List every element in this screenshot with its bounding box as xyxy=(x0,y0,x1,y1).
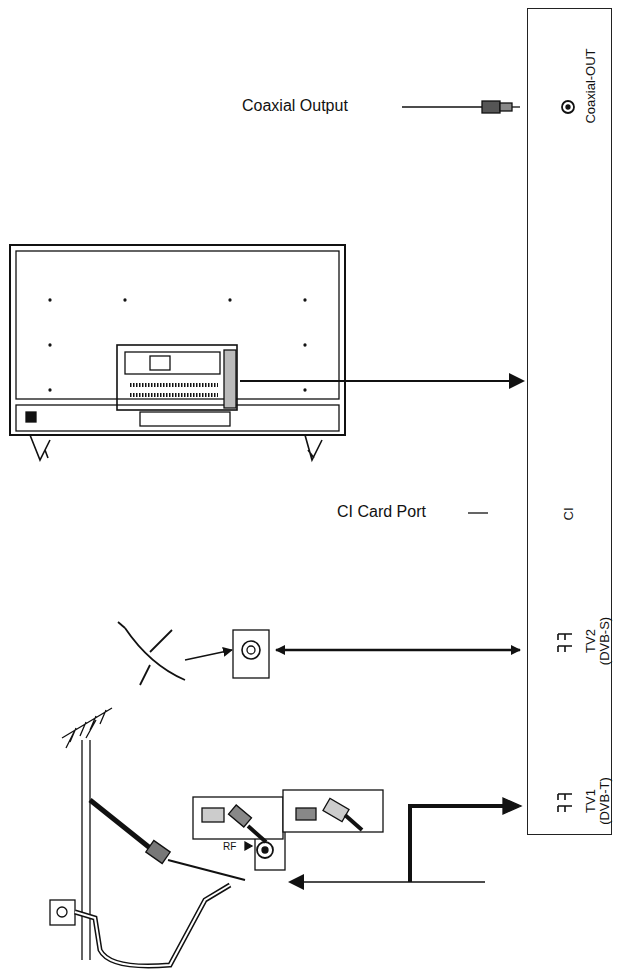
coax-plug-tip xyxy=(500,103,512,111)
satellite-dish xyxy=(118,622,232,685)
port-label: TV1 (DVB-T) xyxy=(584,775,611,827)
double-arrow xyxy=(276,649,520,652)
rf-label: RF xyxy=(221,841,238,852)
plug-inset xyxy=(193,797,283,839)
antenna-symbol xyxy=(558,634,572,812)
plug-inset xyxy=(283,790,383,832)
pointer-arrow xyxy=(240,380,523,382)
coax-plug xyxy=(482,101,500,113)
leader-line xyxy=(468,512,488,513)
coax-jack xyxy=(562,101,574,113)
callout-label: Coaxial Output xyxy=(240,97,350,115)
port-label: Coaxial-OUT xyxy=(584,16,598,156)
thick-arrow xyxy=(410,806,505,882)
rear-panel: Coaxial-OUT CI TV2 (DVB-S) TV1 (DVB-T) xyxy=(527,8,612,835)
pointer-arrow xyxy=(290,881,485,883)
port-label: CI xyxy=(562,494,576,534)
leader-line xyxy=(402,106,482,107)
port-label: TV2 (DVB-S) xyxy=(584,615,611,667)
callout-label: CI Card Port xyxy=(335,503,428,521)
wall-socket xyxy=(233,630,269,678)
tv-back xyxy=(10,245,345,460)
